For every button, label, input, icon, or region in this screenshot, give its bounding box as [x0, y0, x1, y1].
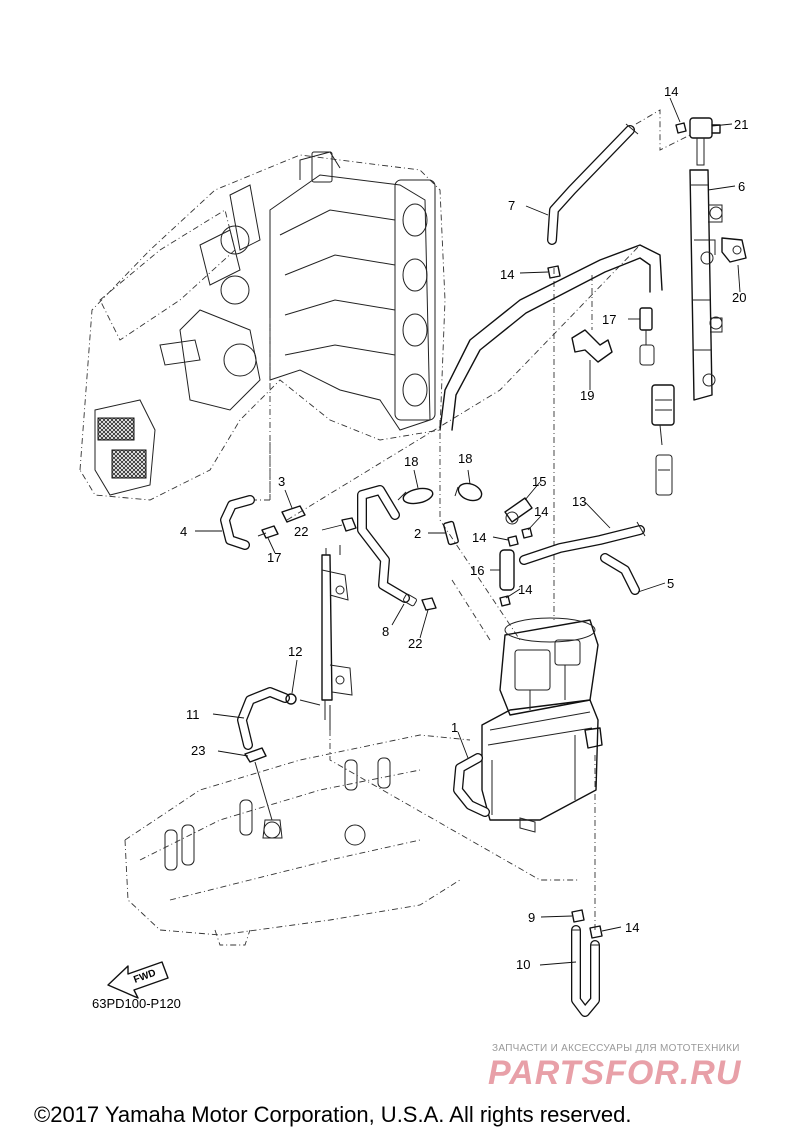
routing-lines — [240, 109, 691, 930]
callout-5: 5 — [667, 576, 674, 591]
hose-11 — [237, 687, 290, 750]
clip-19 — [571, 329, 613, 363]
callout-4: 4 — [180, 524, 187, 539]
clip-23 — [244, 747, 273, 821]
clip-20 — [721, 237, 747, 263]
callout-11: 11 — [186, 707, 200, 722]
callout-7: 7 — [508, 198, 515, 213]
filter-bracket — [321, 545, 353, 730]
callout-3: 3 — [278, 474, 285, 489]
hose-4 — [220, 495, 255, 550]
fwd-arrow-icon: FWD — [107, 961, 169, 999]
clamp-18 — [397, 482, 483, 505]
hose-5 — [600, 553, 640, 595]
watermark-logo: PARTSFOR.RU — [488, 1054, 742, 1092]
callout-21: 21 — [734, 117, 748, 132]
callout-8: 8 — [382, 624, 389, 639]
callout-18: 18 — [404, 454, 418, 469]
clip-14-top — [547, 122, 687, 279]
callout-14: 14 — [518, 582, 532, 597]
bolt-17a — [257, 525, 279, 539]
fitting-21 — [689, 117, 721, 166]
callout-19: 19 — [580, 388, 594, 403]
callout-17: 17 — [267, 550, 281, 565]
hose-1 — [453, 753, 490, 817]
hose-7 — [547, 123, 639, 245]
hose-2 — [443, 520, 459, 546]
bottom-cowl-drawing — [124, 734, 471, 946]
copyright-footer: ©2017 Yamaha Motor Corporation, U.S.A. A… — [34, 1102, 632, 1127]
callout-14: 14 — [500, 267, 514, 282]
fuel-rail-6 — [689, 169, 723, 401]
clip-14-mid — [499, 527, 533, 607]
callout-9: 9 — [528, 910, 535, 925]
callout-16: 16 — [470, 563, 484, 578]
callout-14: 14 — [534, 504, 548, 519]
callout-20: 20 — [732, 290, 746, 305]
hose-8 — [357, 485, 417, 607]
leader-lines — [195, 97, 741, 966]
hose-10 — [571, 925, 600, 1017]
clip-9 — [571, 909, 585, 923]
watermark-tagline: ЗАПЧАСТИ И АКСЕССУАРЫ ДЛЯ МОТОТЕХНИКИ — [492, 1043, 740, 1054]
callout-12: 12 — [288, 644, 302, 659]
callout-2: 2 — [414, 526, 421, 541]
callout-numbers: 14 21 6 7 14 20 17 19 18 18 15 3 13 14 4… — [180, 84, 748, 972]
hose-13 — [519, 521, 646, 565]
callout-17: 17 — [602, 312, 616, 327]
clamp-22 — [341, 517, 437, 611]
callout-22: 22 — [408, 636, 422, 651]
vapor-separator — [481, 617, 603, 833]
fuel-hose-upper — [439, 244, 675, 496]
callout-10: 10 — [516, 957, 530, 972]
callout-15: 15 — [532, 474, 546, 489]
hose-16 — [499, 549, 515, 591]
callout-22: 22 — [294, 524, 308, 539]
cap-12 — [285, 693, 321, 706]
clip-14-low — [589, 925, 603, 939]
fitting-15 — [504, 497, 533, 525]
callout-23: 23 — [191, 743, 205, 758]
callout-13: 13 — [572, 494, 586, 509]
engine-block-drawing — [79, 151, 446, 501]
pipe-3 — [281, 505, 306, 523]
diagram-code: 63PD100-P120 — [92, 996, 181, 1011]
callout-14: 14 — [625, 920, 639, 935]
callout-6: 6 — [738, 179, 745, 194]
callout-1: 1 — [451, 720, 458, 735]
callout-14: 14 — [472, 530, 486, 545]
callout-14: 14 — [664, 84, 678, 99]
callout-18: 18 — [458, 451, 472, 466]
